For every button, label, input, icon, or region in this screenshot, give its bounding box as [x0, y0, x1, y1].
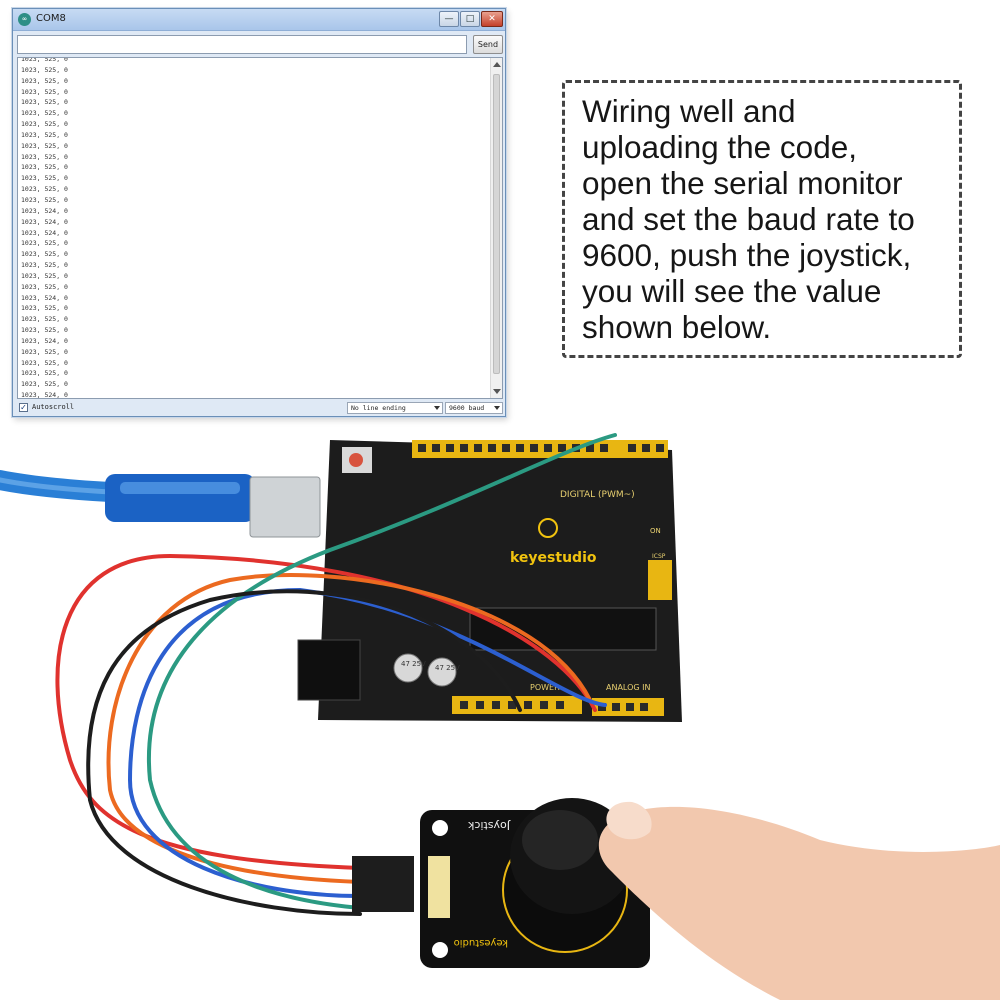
capacitor: [427, 657, 457, 687]
power-label: POWER: [530, 683, 560, 692]
scroll-up-icon[interactable]: [493, 62, 501, 67]
baud-rate-value: 9600 baud: [449, 404, 485, 412]
serial-monitor-window: ∞ COM8 — □ ✕ Send 1023, 525, 0 1023, 525,…: [12, 8, 506, 417]
usb-cable: [0, 470, 321, 538]
serial-output-line: 1023, 525, 0: [21, 315, 68, 324]
capacitor-label: 47 25V: [401, 660, 426, 668]
serial-output-line: 1023, 525, 0: [21, 271, 68, 280]
window-title: COM8: [36, 13, 66, 24]
autoscroll-label: Autoscroll: [32, 403, 75, 411]
serial-output-line: 1023, 525, 0: [21, 304, 68, 313]
status-row: ✓ Autoscroll No line ending 9600 baud: [17, 401, 503, 415]
minimize-button[interactable]: —: [439, 11, 459, 27]
serial-output-line: 1023, 525, 0: [21, 152, 68, 161]
serial-output-line: 1023, 525, 0: [21, 109, 68, 118]
serial-output-line: 1023, 525, 0: [21, 57, 68, 63]
reset-button: [349, 453, 363, 467]
line-ending-value: No line ending: [351, 404, 406, 412]
serial-output-line: 1023, 525, 0: [21, 282, 68, 291]
serial-output-line: 1023, 524, 0: [21, 228, 68, 237]
serial-output-line: 1023, 525, 0: [21, 185, 68, 194]
joystick-module-label: Joystick: [467, 819, 511, 832]
serial-output-line: 1023, 525, 0: [21, 347, 68, 356]
analog-in-label: ANALOG IN: [606, 683, 651, 692]
finger-pressing-joystick: [598, 801, 1000, 1000]
serial-output-line: 1023, 525, 0: [21, 174, 68, 183]
window-titlebar[interactable]: ∞ COM8 — □ ✕: [13, 9, 505, 31]
on-label: ON: [650, 527, 661, 535]
serial-output-line: 1023, 525, 0: [21, 98, 68, 107]
scroll-thumb[interactable]: [493, 74, 500, 374]
usb-plug-housing: [105, 474, 255, 522]
serial-output-line: 1023, 525, 0: [21, 163, 68, 172]
digital-label: DIGITAL (PWM~): [560, 490, 635, 500]
send-button[interactable]: Send: [473, 35, 503, 54]
joystick-brand-label: keyestudio: [454, 937, 508, 948]
serial-output-line: 1023, 525, 0: [21, 380, 68, 389]
hardware-photo: 47 25V 47 25V DIGITAL (PWM~) keyestudio …: [0, 433, 1000, 1000]
serial-output-line: 1023, 525, 0: [21, 141, 68, 150]
dupont-connector: [352, 856, 414, 912]
send-row: Send: [17, 35, 503, 55]
fingernail: [606, 801, 652, 840]
serial-output-line: 1023, 525, 0: [21, 326, 68, 335]
wire-blue: [127, 587, 607, 898]
microcontroller-chip: [469, 607, 657, 651]
wire-red: [55, 553, 597, 870]
arduino-app-icon: ∞: [18, 13, 31, 26]
icsp-header: [648, 560, 672, 600]
instruction-callout: Wiring well and uploading the code, open…: [562, 80, 962, 358]
output-scrollbar[interactable]: [490, 58, 502, 398]
serial-output-line: 1023, 525, 0: [21, 358, 68, 367]
serial-output-line: 1023, 525, 0: [21, 130, 68, 139]
serial-output-line: 1023, 525, 0: [21, 369, 68, 378]
icsp-label: ICSP: [652, 553, 666, 560]
autoscroll-checkbox[interactable]: ✓: [19, 403, 28, 412]
serial-output-line: 1023, 525, 0: [21, 239, 68, 248]
serial-output-line: 1023, 525, 0: [21, 65, 68, 74]
serial-output-line: 1023, 525, 0: [21, 76, 68, 85]
maximize-button[interactable]: □: [460, 11, 480, 27]
line-ending-select[interactable]: No line ending: [347, 402, 443, 414]
capacitor: [393, 653, 423, 683]
board-brand-label: keyestudio: [510, 550, 597, 566]
serial-input[interactable]: [17, 35, 467, 54]
serial-output-line: 1023, 524, 0: [21, 391, 68, 399]
baud-rate-select[interactable]: 9600 baud: [445, 402, 503, 414]
joystick-module: Joystick keyestudio: [352, 798, 650, 968]
wire-green: [147, 433, 617, 910]
serial-output-line: 1023, 524, 0: [21, 336, 68, 345]
keyestudio-logo-icon: [538, 518, 558, 538]
close-button[interactable]: ✕: [481, 11, 503, 27]
serial-output-line: 1023, 525, 0: [21, 250, 68, 259]
instruction-text: Wiring well and uploading the code, open…: [582, 93, 915, 345]
capacitor-label: 47 25V: [435, 664, 460, 672]
serial-output-line: 1023, 525, 0: [21, 87, 68, 96]
serial-output-line: 1023, 524, 0: [21, 206, 68, 215]
serial-output-line: 1023, 525, 0: [21, 261, 68, 270]
chevron-down-icon: [494, 406, 500, 410]
chevron-down-icon: [434, 406, 440, 410]
usb-connector: [249, 476, 321, 538]
serial-output-line: 1023, 525, 0: [21, 120, 68, 129]
serial-output-line: 1023, 524, 0: [21, 293, 68, 302]
serial-output-line: 1023, 524, 0: [21, 217, 68, 226]
serial-output-line: 1023, 525, 0: [21, 195, 68, 204]
wire-black: [86, 589, 522, 916]
scroll-down-icon[interactable]: [493, 389, 501, 394]
jumper-wires: [55, 433, 617, 916]
dc-jack: [297, 639, 361, 701]
pin-header: [428, 856, 450, 918]
